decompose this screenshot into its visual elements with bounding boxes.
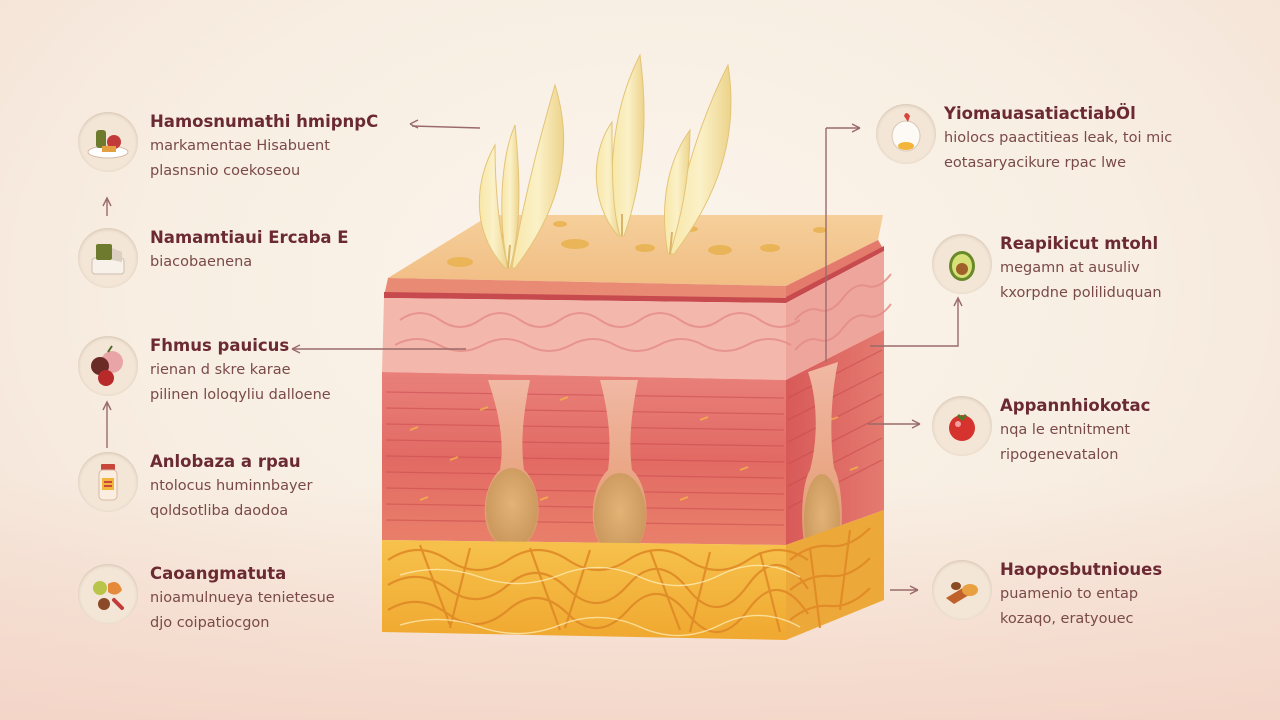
callout-desc-line: hiolocs paactitieas leak, toi mic (944, 130, 1173, 146)
callout-desc-line: ripogenevatalon (1000, 447, 1119, 463)
tomato-icon (932, 396, 992, 456)
callout-desc-line: nioamulnueya tenietesue (150, 590, 335, 606)
food-plate-icon (78, 112, 138, 172)
avocado-icon (932, 234, 992, 294)
callout-title: Namamtiaui Ercaba E (150, 228, 349, 247)
callout-desc-line: eotasaryacikure rpac lwe (944, 155, 1126, 171)
berries-icon (78, 336, 138, 396)
callout-desc-line: pilinen loloqyliu dalloene (150, 387, 331, 403)
callout-desc-line: kxorpdne poliliduquan (1000, 285, 1162, 301)
callout-desc-line: plasnsnio coekoseou (150, 163, 301, 179)
connector-lines (102, 119, 963, 595)
hair-shafts (478, 53, 732, 269)
callout-desc-line: rienan d skre karae (150, 362, 291, 378)
callout-title: Caoangmatuta (150, 564, 287, 583)
callout-title: Anlobaza a rpau (150, 452, 301, 471)
egg-icon (876, 104, 936, 164)
epidermis-line-front (384, 292, 786, 303)
callout-title: Reapikicut mtohl (1000, 234, 1159, 253)
papillary-layer-side (786, 251, 884, 380)
callout-desc-line: nqa le entnitment (1000, 422, 1131, 438)
hair-follicles (484, 362, 842, 572)
epidermis-line-side (786, 246, 884, 303)
supplement-bottle-icon (78, 452, 138, 512)
callout-desc-line: puamenio to entap (1000, 586, 1139, 602)
mixed-foods-icon (78, 564, 138, 624)
fat-layer-front (382, 540, 786, 640)
callout-desc-line: djo coipatiocgon (150, 615, 270, 631)
callout-title: Fhmus pauicus (150, 336, 290, 355)
callout-desc-line: biacobaenena (150, 254, 253, 270)
callout-desc-line: markamentae Hisabuent (150, 138, 330, 154)
callout-title: Appannhiokotac (1000, 396, 1151, 415)
callout-title: Hamosnumathi hmipnpC (150, 112, 379, 131)
callout-desc-line: ntolocus huminnbayer (150, 478, 313, 494)
callout-desc-line: qoldsotliba daodoa (150, 503, 289, 519)
callout-title: Haoposbutnioues (1000, 560, 1163, 579)
callout-desc-line: kozaqo, eratyouec (1000, 611, 1134, 627)
fat-highlights (399, 564, 801, 637)
callout-title: YiomauasatiactiabÖl (944, 104, 1136, 123)
food-box-icon (78, 228, 138, 288)
nuts-icon (932, 560, 992, 620)
callout-desc-line: megamn at ausuliv (1000, 260, 1140, 276)
papillary-texture (394, 273, 892, 352)
